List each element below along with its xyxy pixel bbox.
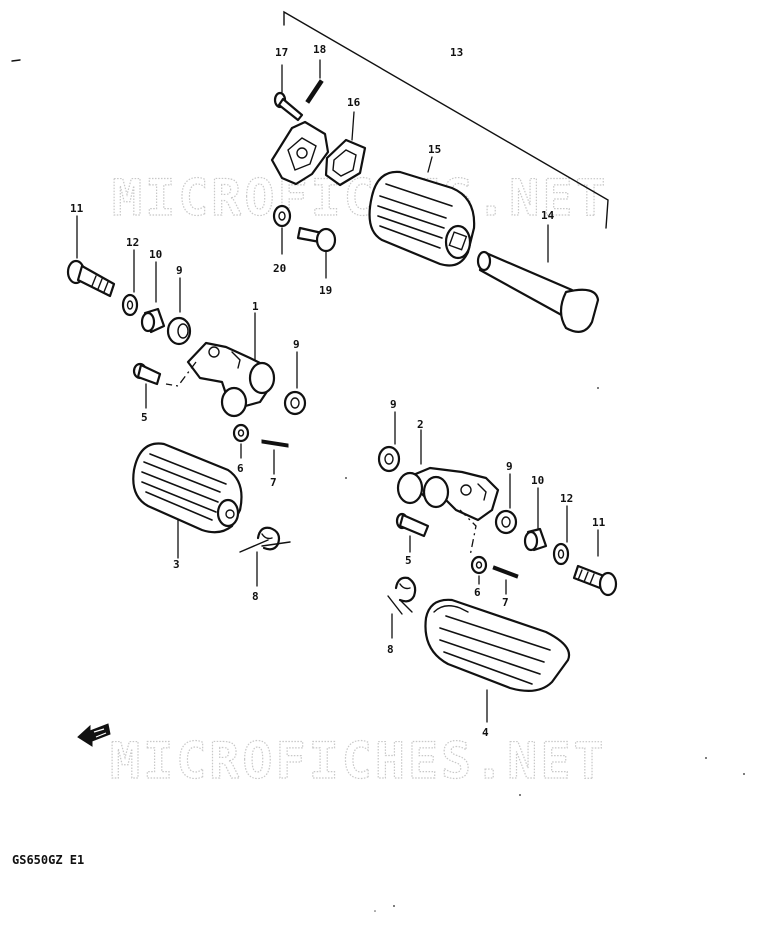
- part-3-footrest-rubber-left: [132, 442, 243, 559]
- part-8-spring-right: [387, 576, 417, 639]
- stray-mark: [11, 59, 21, 62]
- part-9-bushing-left-upper: [166, 277, 192, 346]
- part-14-pin: [476, 224, 600, 333]
- label-5-right: 5: [405, 554, 412, 567]
- label-11-left: 11: [70, 202, 84, 215]
- label-17: 17: [275, 46, 288, 59]
- model-code: GS650GZ E1: [12, 853, 84, 867]
- part-4-footrest-rubber-right: [424, 598, 571, 723]
- part-6-washer-right: [470, 555, 488, 585]
- part-5-pin-right: [395, 512, 430, 553]
- label-8-right: 8: [387, 643, 394, 656]
- label-8-left: 8: [252, 590, 259, 603]
- part-1-left-bracket: [165, 312, 276, 418]
- label-15: 15: [428, 143, 441, 156]
- part-9-washer-right-lower: [494, 473, 518, 535]
- part-10-collar-left: [140, 261, 166, 334]
- part-11-bolt-right: [572, 529, 618, 597]
- label-6-right: 6: [474, 586, 481, 599]
- label-10-left: 10: [149, 248, 162, 261]
- part-10-collar-right: [523, 487, 548, 552]
- part-5-pin-left: [132, 362, 162, 409]
- label-4: 4: [482, 726, 489, 739]
- front-direction-arrow-icon: [77, 723, 111, 747]
- part-20-washer: [272, 204, 292, 255]
- part-9-bushing-right-upper: [377, 411, 401, 473]
- part-12-washer-right: [552, 505, 570, 566]
- label-19: 19: [319, 284, 332, 297]
- label-13: 13: [450, 46, 463, 59]
- label-7-left: 7: [270, 476, 277, 489]
- part-11-bolt-left: [66, 215, 116, 298]
- part-19-bolt: [296, 226, 337, 279]
- part-16-rubber-plate: [324, 111, 367, 187]
- part-2-right-bracket: [396, 429, 500, 557]
- label-9-left-lower: 9: [293, 338, 300, 351]
- label-10-right: 10: [531, 474, 544, 487]
- part-7-cotter-pin-right: [492, 565, 519, 595]
- assembly-13-bracket: [283, 10, 609, 229]
- part-9-washer-left-lower: [283, 351, 307, 416]
- part-18-cotter-pin: [305, 59, 324, 104]
- label-2: 2: [417, 418, 424, 431]
- part-17-bolt: [273, 64, 304, 122]
- watermark-top: MICROFICHES.NET: [112, 169, 609, 227]
- label-9-left-upper: 9: [176, 264, 183, 277]
- label-20: 20: [273, 262, 286, 275]
- part-6-washer-left: [232, 423, 250, 459]
- label-12-right: 12: [560, 492, 573, 505]
- label-12-left: 12: [126, 236, 139, 249]
- label-9-right-lower: 9: [506, 460, 513, 473]
- watermark-bottom: MICROFICHES.NET: [110, 732, 607, 790]
- label-18: 18: [313, 43, 326, 56]
- label-3: 3: [173, 558, 180, 571]
- label-5-left: 5: [141, 411, 148, 424]
- part-7-cotter-pin-left: [261, 439, 289, 475]
- label-11-right: 11: [592, 516, 606, 529]
- label-7-right: 7: [502, 596, 509, 609]
- upper-bracket: [270, 120, 330, 186]
- scan-specks: [345, 387, 745, 912]
- label-14: 14: [541, 209, 555, 222]
- label-1: 1: [252, 300, 259, 313]
- label-16: 16: [347, 96, 361, 109]
- label-9-right-upper: 9: [390, 398, 397, 411]
- label-6-left: 6: [237, 462, 244, 475]
- part-8-spring-left: [239, 526, 291, 587]
- part-15-footrest-rubber: [368, 156, 476, 267]
- part-12-washer-left: [121, 249, 139, 317]
